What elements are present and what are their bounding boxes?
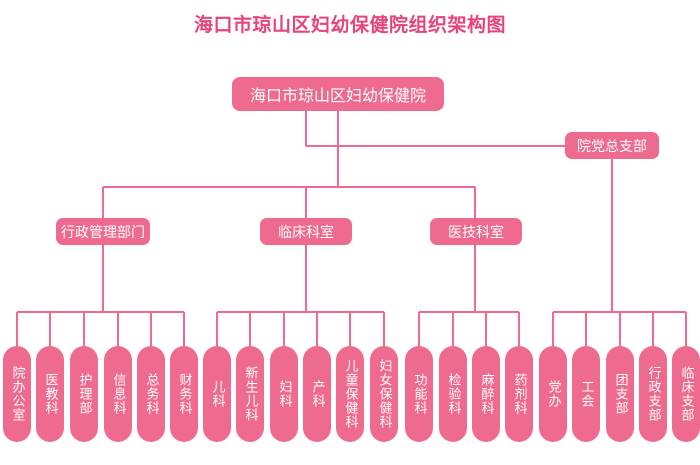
leaf-child-healthcare[interactable]: 儿童保健科 <box>336 346 364 442</box>
leaf-anesthesia[interactable]: 麻醉科 <box>472 346 500 442</box>
leaf-label: 新生儿科 <box>242 366 258 422</box>
leaf-label: 药剂科 <box>511 373 527 415</box>
leaf-label: 临床支部 <box>678 366 694 422</box>
leaf-youth-league-branch[interactable]: 团支部 <box>606 346 634 442</box>
dept-clinical-node[interactable]: 临床科室 <box>260 218 352 245</box>
leaf-label: 产科 <box>309 380 325 408</box>
leaf-pediatrics[interactable]: 儿科 <box>203 346 231 442</box>
leaf-obstetrics[interactable]: 产科 <box>303 346 331 442</box>
leaf-clinical-branch[interactable]: 临床支部 <box>672 346 700 442</box>
leaf-label: 院办公室 <box>9 366 25 422</box>
leaf-functional-exam[interactable]: 功能科 <box>405 346 433 442</box>
leaf-neonatology[interactable]: 新生儿科 <box>236 346 264 442</box>
leaf-label: 儿科 <box>209 380 225 408</box>
root-node[interactable]: 海口市琼山区妇幼保健院 <box>232 77 444 111</box>
leaf-label: 护理部 <box>76 373 92 415</box>
leaf-women-healthcare[interactable]: 妇女保健科 <box>370 346 398 442</box>
dept-admin-node[interactable]: 行政管理部门 <box>56 218 150 245</box>
leaf-medical-education[interactable]: 医教科 <box>36 346 64 442</box>
leaf-admin-branch[interactable]: 行政支部 <box>639 346 667 442</box>
leaf-label: 医教科 <box>42 373 58 415</box>
leaf-label: 财务科 <box>176 373 192 415</box>
leaf-label: 麻醉科 <box>478 373 494 415</box>
leaf-label: 儿童保健科 <box>342 359 358 429</box>
leaf-laboratory[interactable]: 检验科 <box>439 346 467 442</box>
leaf-general-affairs[interactable]: 总务科 <box>137 346 165 442</box>
leaf-label: 妇科 <box>276 380 292 408</box>
leaf-label: 检验科 <box>445 373 461 415</box>
leaf-labor-union[interactable]: 工会 <box>572 346 600 442</box>
leaf-information[interactable]: 信息科 <box>104 346 132 442</box>
leaf-gynecology[interactable]: 妇科 <box>270 346 298 442</box>
leaf-pharmacy[interactable]: 药剂科 <box>505 346 533 442</box>
leaf-label: 总务科 <box>143 373 159 415</box>
leaf-admin-office[interactable]: 院办公室 <box>3 346 31 442</box>
leaf-party-office[interactable]: 党办 <box>539 346 567 442</box>
leaf-label: 行政支部 <box>645 366 661 422</box>
leaf-label: 信息科 <box>110 373 126 415</box>
page-title: 海口市琼山区妇幼保健院组织架构图 <box>193 14 506 36</box>
leaf-label: 党办 <box>545 380 561 408</box>
leaf-label: 妇女保健科 <box>376 359 392 429</box>
dept-medtech-node[interactable]: 医技科室 <box>430 218 522 245</box>
party-committee-node[interactable]: 院党总支部 <box>565 132 659 159</box>
leaf-nursing[interactable]: 护理部 <box>70 346 98 442</box>
leaf-label: 功能科 <box>411 373 427 415</box>
leaf-finance[interactable]: 财务科 <box>170 346 198 442</box>
leaf-label: 团支部 <box>612 373 628 415</box>
leaf-label: 工会 <box>578 380 594 408</box>
